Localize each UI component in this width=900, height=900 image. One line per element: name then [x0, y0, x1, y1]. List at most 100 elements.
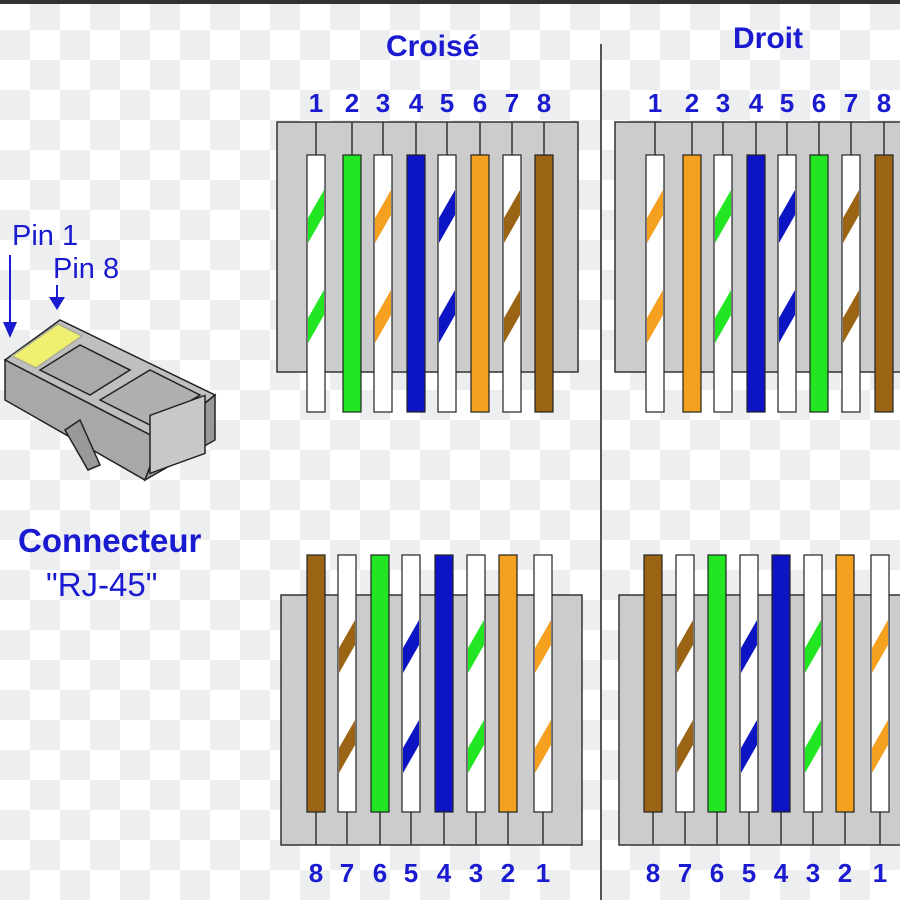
pin-number: 3 — [716, 88, 730, 118]
pin-number: 8 — [537, 88, 551, 118]
wire-body — [337, 554, 357, 813]
wire-white-blue — [401, 554, 421, 813]
wire-green — [342, 154, 362, 413]
wire-body — [870, 554, 890, 813]
title-crossed: Croisé — [386, 30, 480, 63]
wire-brown — [643, 554, 663, 813]
pin-number: 7 — [844, 88, 858, 118]
pin-number: 7 — [340, 858, 354, 888]
wire-stripe — [468, 620, 484, 673]
wire-white-orange — [533, 554, 553, 813]
wire-stripe — [741, 720, 757, 773]
wire-orange — [835, 554, 855, 813]
wire-white-green — [803, 554, 823, 813]
wire-body — [434, 554, 454, 813]
wire-body — [406, 154, 426, 413]
wire-blue — [406, 154, 426, 413]
wire-stripe — [805, 720, 821, 773]
wire-body — [809, 154, 829, 413]
pin-number: 7 — [505, 88, 519, 118]
pin-number: 4 — [749, 88, 764, 118]
connector-housing — [276, 121, 579, 373]
wire-white-blue — [739, 554, 759, 813]
wire-body — [498, 554, 518, 813]
pin-number: 1 — [873, 858, 887, 888]
wire-stripe — [308, 190, 324, 243]
wire-stripe — [779, 290, 795, 343]
wire-orange — [498, 554, 518, 813]
pin-number: 5 — [780, 88, 794, 118]
wire-white-orange — [870, 554, 890, 813]
pin1-label: Pin 1 — [12, 220, 79, 252]
wire-green — [707, 554, 727, 813]
wire-stripe — [403, 720, 419, 773]
wire-body — [707, 554, 727, 813]
wire-green — [370, 554, 390, 813]
pin-number: 8 — [309, 858, 323, 888]
wire-stripe — [375, 190, 391, 243]
wire-body — [401, 554, 421, 813]
wire-brown — [306, 554, 326, 813]
wire-body — [835, 554, 855, 813]
wire-body — [874, 154, 894, 413]
wire-body — [739, 554, 759, 813]
wire-stripe — [872, 720, 888, 773]
pin-number: 4 — [774, 858, 789, 888]
wire-white-orange — [373, 154, 393, 413]
wire-stripe — [468, 720, 484, 773]
wire-stripe — [741, 620, 757, 673]
pin-number: 5 — [742, 858, 756, 888]
wire-stripe — [677, 620, 693, 673]
pin-number: 2 — [685, 88, 699, 118]
wire-white-brown — [337, 554, 357, 813]
pin-number: 1 — [536, 858, 550, 888]
wire-green — [809, 154, 829, 413]
wire-body — [370, 554, 390, 813]
pin-number: 5 — [440, 88, 454, 118]
connector-label-rj45: "RJ-45" — [46, 566, 158, 603]
connector-housing — [280, 594, 583, 846]
arrow-pin1-icon — [3, 255, 17, 338]
wire-blue — [771, 554, 791, 813]
pin-number: 3 — [376, 88, 390, 118]
pin-number: 4 — [437, 858, 452, 888]
pin-number: 2 — [501, 858, 515, 888]
wire-stripe — [439, 190, 455, 243]
wire-stripe — [504, 190, 520, 243]
divider — [600, 44, 602, 900]
wire-body — [470, 154, 490, 413]
pin-number: 2 — [838, 858, 852, 888]
wire-white-blue — [777, 154, 797, 413]
wire-white-brown — [502, 154, 522, 413]
wire-stripe — [339, 620, 355, 673]
wire-stripe — [375, 290, 391, 343]
pin-number: 8 — [877, 88, 891, 118]
title-straight: Droit — [733, 22, 803, 55]
pin-number: 8 — [646, 858, 660, 888]
pin-number: 7 — [678, 858, 692, 888]
wire-orange — [682, 154, 702, 413]
wire-stripe — [504, 290, 520, 343]
pin-number: 6 — [812, 88, 826, 118]
wire-white-brown — [841, 154, 861, 413]
connector-label: Connecteur — [18, 522, 202, 559]
wire-stripe — [535, 720, 551, 773]
wire-stripe — [843, 290, 859, 343]
top-border — [0, 0, 900, 4]
pin-number: 2 — [345, 88, 359, 118]
pin-number: 3 — [469, 858, 483, 888]
wire-orange — [470, 154, 490, 413]
wire-body — [533, 554, 553, 813]
wire-body — [342, 154, 362, 413]
wire-white-green — [713, 154, 733, 413]
wire-body — [643, 554, 663, 813]
wire-stripe — [647, 290, 663, 343]
wire-white-brown — [675, 554, 695, 813]
wire-blue — [746, 154, 766, 413]
wire-body — [803, 554, 823, 813]
